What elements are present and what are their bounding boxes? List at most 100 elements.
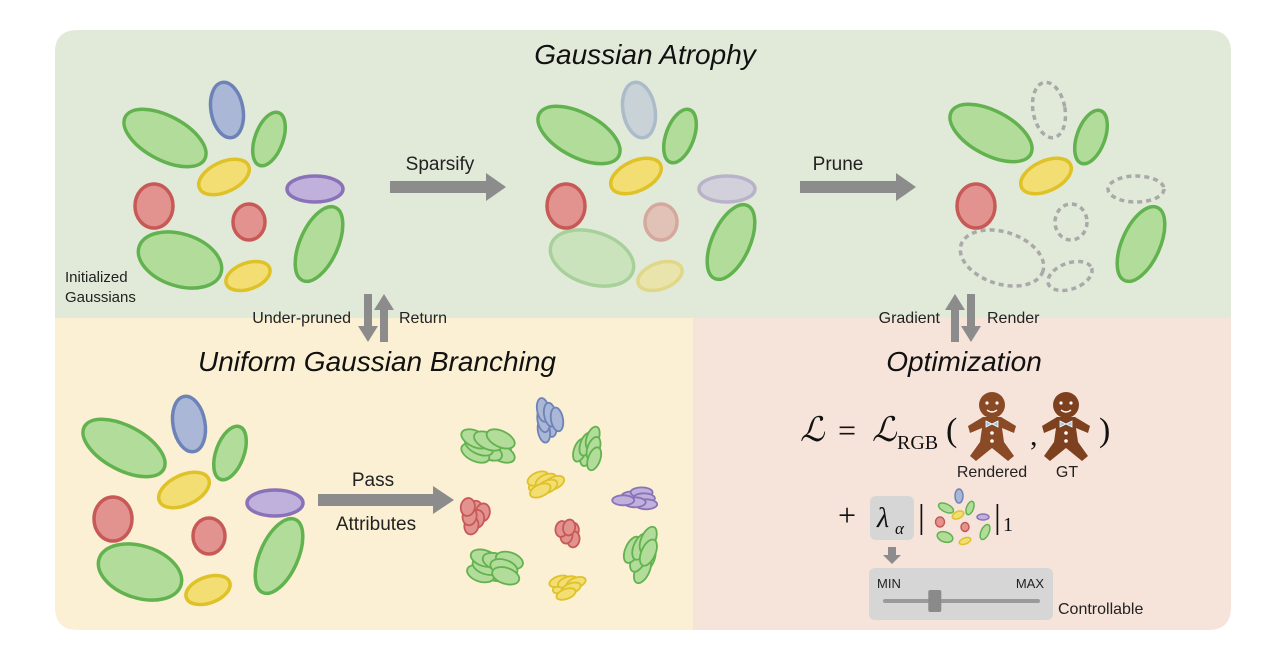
gingerbread-rendered-icon [968, 392, 1016, 461]
loss-formula: ℒ = ℒ RGB ( , ) [800, 412, 1110, 454]
gaussian-removed-dashed-ellipse [1046, 259, 1094, 293]
branched-gaussian-green-ellipse [586, 446, 603, 472]
under-pruned-arrow [358, 294, 378, 342]
gaussian-yellow-ellipse [184, 573, 232, 607]
gaussian-purple-faded-ellipse [697, 174, 757, 204]
gaussian-yellow-ellipse [1018, 156, 1074, 196]
branched-gaussian-blue-ellipse [549, 406, 565, 433]
equals-sign: = [838, 412, 856, 448]
prune-label: Prune [813, 154, 864, 175]
gaussian-green-ellipse [253, 516, 305, 596]
slider-panel [869, 568, 1053, 620]
gaussian-green-ellipse [1072, 108, 1110, 166]
gaussian-blue-ellipse [170, 394, 208, 454]
branched-gaussian-green-ellipse [485, 428, 516, 450]
gaussian-green-ellipse [81, 417, 167, 479]
gaussian-green-ellipse [136, 230, 224, 290]
slider-track[interactable] [883, 599, 1040, 603]
gaussian-green-ellipse [293, 204, 345, 284]
return-arrow [374, 294, 394, 342]
gaussian-green-ellipse [536, 104, 622, 166]
branched-gaussian-yellow-ellipse [555, 587, 577, 601]
branched-gaussian-purple-ellipse [611, 494, 636, 507]
return-label: Return [399, 310, 447, 327]
branching-source-gaussians [81, 394, 305, 607]
attributes-label: Attributes [336, 514, 416, 535]
optimization-panel [693, 318, 1231, 630]
pass-label: Pass [352, 470, 394, 491]
gaussian-green-ellipse [96, 542, 184, 602]
pass-attributes-arrow [318, 486, 454, 514]
gaussian-red-ellipse [92, 495, 134, 543]
branched-gaussian-clusters [459, 397, 659, 601]
gaussian-red-ellipse [191, 516, 227, 556]
branching-title: Uniform Gaussian Branching [198, 346, 556, 377]
gaussian-removed-dashed-ellipse [1030, 80, 1068, 140]
branched-gaussian-red-ellipse [459, 497, 476, 517]
initialized-gaussians [122, 80, 345, 293]
optimization-title: Optimization [886, 346, 1042, 377]
gaussian-green-ellipse [1115, 204, 1167, 284]
initialized-label-line1: Initialized [65, 269, 128, 286]
rendered-label: Rendered [957, 464, 1027, 481]
gradient-render-arrows [945, 294, 981, 342]
gaussian-removed-dashed-ellipse [958, 228, 1046, 288]
loss-symbol: ℒ [800, 412, 826, 449]
norm-subscript: 1 [1003, 514, 1013, 536]
gaussian-yellow-ellipse [608, 156, 664, 196]
sparsified-gaussians [536, 80, 757, 293]
slider-min-label: MIN [877, 576, 901, 591]
comma: , [1030, 419, 1038, 452]
gaussian-removed-dashed-ellipse [1106, 174, 1166, 204]
under-pruned-label: Under-pruned [252, 310, 351, 327]
gaussian-removed-dashed-ellipse [1053, 202, 1089, 242]
prune-arrow [800, 173, 916, 201]
pruned-gaussians [948, 80, 1167, 293]
open-paren: ( [946, 412, 957, 449]
mini-gaussians-icon [934, 488, 991, 546]
gaussian-yellow-ellipse [196, 157, 252, 197]
render-label: Render [987, 310, 1040, 327]
gingerbread-gt-icon [1042, 392, 1090, 461]
controllable-label: Controllable [1058, 601, 1143, 618]
lambda-to-slider-arrow [883, 547, 901, 564]
lambda-slider[interactable]: MIN MAX [869, 568, 1053, 620]
gaussian-blue-faded-ellipse [620, 80, 658, 140]
gaussian-red-faded-ellipse [643, 202, 679, 242]
gaussian-yellow-faded-ellipse [636, 259, 684, 293]
gaussian-green-ellipse [661, 107, 699, 165]
plus-sign: + [838, 497, 856, 533]
gaussian-red-ellipse [545, 182, 587, 230]
branched-gaussian-green-ellipse [491, 566, 521, 586]
atrophy-title: Gaussian Atrophy [534, 39, 758, 70]
norm-left-bar: | [918, 499, 925, 536]
lambda-subscript: α [895, 519, 905, 538]
slider-handle[interactable] [928, 590, 942, 612]
close-paren: ) [1099, 412, 1110, 449]
norm-right-bar: | [994, 499, 1001, 536]
gaussian-yellow-ellipse [224, 259, 272, 293]
gaussian-green-ellipse [705, 202, 757, 282]
sparsify-arrow [390, 173, 506, 201]
gaussian-green-faded-ellipse [548, 228, 636, 288]
gaussian-purple-ellipse [245, 488, 305, 518]
loss-rgb-subscript: RGB [897, 432, 938, 454]
lambda-symbol: λ [876, 503, 889, 534]
gradient-label: Gradient [879, 310, 941, 327]
gaussian-red-ellipse [955, 182, 997, 230]
gaussian-green-ellipse [250, 110, 288, 168]
branched-gaussian-yellow-ellipse [529, 482, 552, 499]
under-pruned-return-arrows [358, 294, 394, 342]
branched-gaussian-green-ellipse [638, 538, 658, 567]
gaussian-red-ellipse [231, 202, 267, 242]
gaussian-green-ellipse [948, 102, 1034, 164]
render-arrow [961, 294, 981, 342]
gaussian-green-ellipse [211, 424, 249, 482]
gaussian-blue-ellipse [208, 80, 246, 140]
branched-gaussian-red-ellipse [562, 518, 577, 537]
gradient-arrow [945, 294, 965, 342]
initialized-label-line2: Gaussians [65, 289, 136, 306]
gt-label: GT [1056, 464, 1078, 481]
loss-rgb-symbol: ℒ [872, 412, 898, 449]
